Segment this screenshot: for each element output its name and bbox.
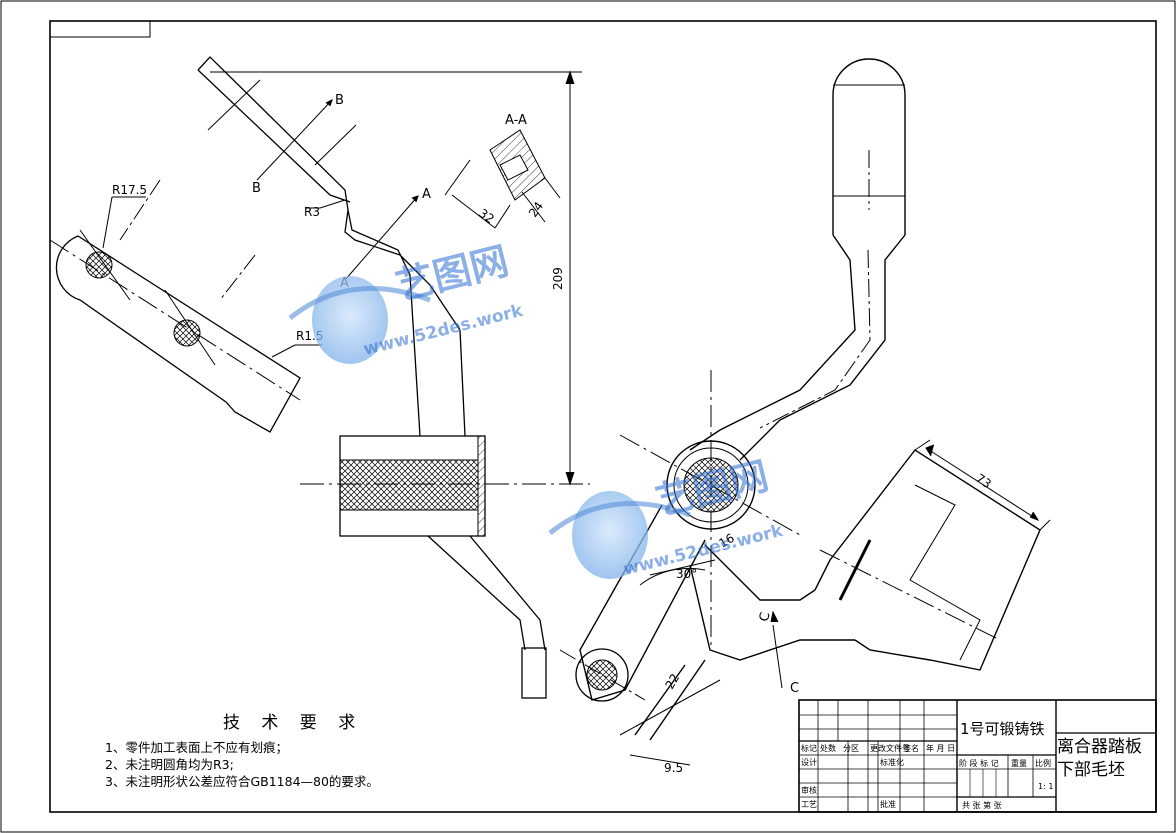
dim-9-5: 9.5: [664, 761, 683, 775]
watermark-1: 艺图网 www.52des.work: [288, 238, 526, 364]
rev-header-sign: 签名: [903, 743, 919, 753]
section-mark-c-bottom: C: [790, 681, 799, 696]
role-process: 工艺: [801, 800, 817, 809]
approval-approve: 批准: [880, 799, 896, 809]
stage-header-scale: 比例: [1035, 758, 1051, 768]
dim-73: 73: [973, 471, 994, 491]
dim-r17-5: R17.5: [112, 183, 147, 197]
stage-header-mark: 阶 段 标 记: [959, 758, 999, 768]
dim-r3: R3: [304, 205, 320, 219]
section-a-a: [444, 129, 561, 229]
rev-header-date: 年 月 日: [926, 743, 955, 753]
section-mark-c-top: C: [757, 611, 773, 623]
scale-value: 1: 1: [1038, 782, 1053, 791]
part-name-line1: 离合器踏板: [1057, 737, 1142, 757]
pedal-front-view: [559, 58, 1051, 766]
section-mark-b-bottom: B: [252, 181, 261, 196]
corner-label-box: [49, 20, 151, 38]
section-mark-b-top: B: [335, 93, 344, 108]
note-item-3: 3、未注明形状公差应符合GB1184—80的要求。: [105, 774, 379, 789]
part-name-line2: 下部毛坯: [1057, 760, 1125, 780]
dim-22: 22: [662, 671, 682, 691]
rev-header-mark: 标记: [801, 743, 817, 753]
rev-header-count: 处数: [820, 743, 836, 753]
title-block: [798, 699, 1157, 813]
rev-header-zone: 分区: [843, 744, 859, 753]
role-review: 审核: [801, 785, 817, 795]
technical-requirements: 技 术 要 求 1、零件加工表面上不应有划痕； 2、未注明圆角均为R3; 3、未…: [105, 708, 379, 790]
rev-header-doc: 更改文件号: [870, 743, 910, 753]
role-design: 设计: [801, 757, 817, 767]
notes-title: 技 术 要 求: [223, 713, 364, 733]
approval-standard: 标准化: [880, 757, 904, 767]
watermark-2: 艺图网 www.52des.work: [548, 453, 786, 580]
title-block-text: 1号可锻铸铁 离合器踏板 下部毛坯 标记 处数 分区 更改文件号 签名 年 月 …: [801, 720, 1142, 810]
note-item-1: 1、零件加工表面上不应有划痕；: [105, 740, 288, 755]
section-mark-a-top: A: [422, 187, 431, 202]
lever-end-view: [49, 179, 322, 433]
dim-209: 209: [551, 267, 565, 290]
section-label-aa: A-A: [505, 113, 527, 128]
dim-30-deg: 30°: [676, 567, 697, 581]
pedal-side-view: [197, 56, 590, 699]
inner-border: [49, 20, 1157, 813]
note-item-2: 2、未注明圆角均为R3;: [105, 757, 234, 772]
dim-16: 16: [717, 531, 737, 551]
dim-32: 32: [476, 206, 497, 226]
dim-24: 24: [526, 199, 546, 220]
stage-header-weight: 重量: [1011, 758, 1027, 768]
sheet-footer: 共 张 第 张: [962, 800, 1002, 810]
material: 1号可锻铸铁: [960, 720, 1045, 738]
watermark-brand-1: 艺图网: [392, 238, 513, 308]
